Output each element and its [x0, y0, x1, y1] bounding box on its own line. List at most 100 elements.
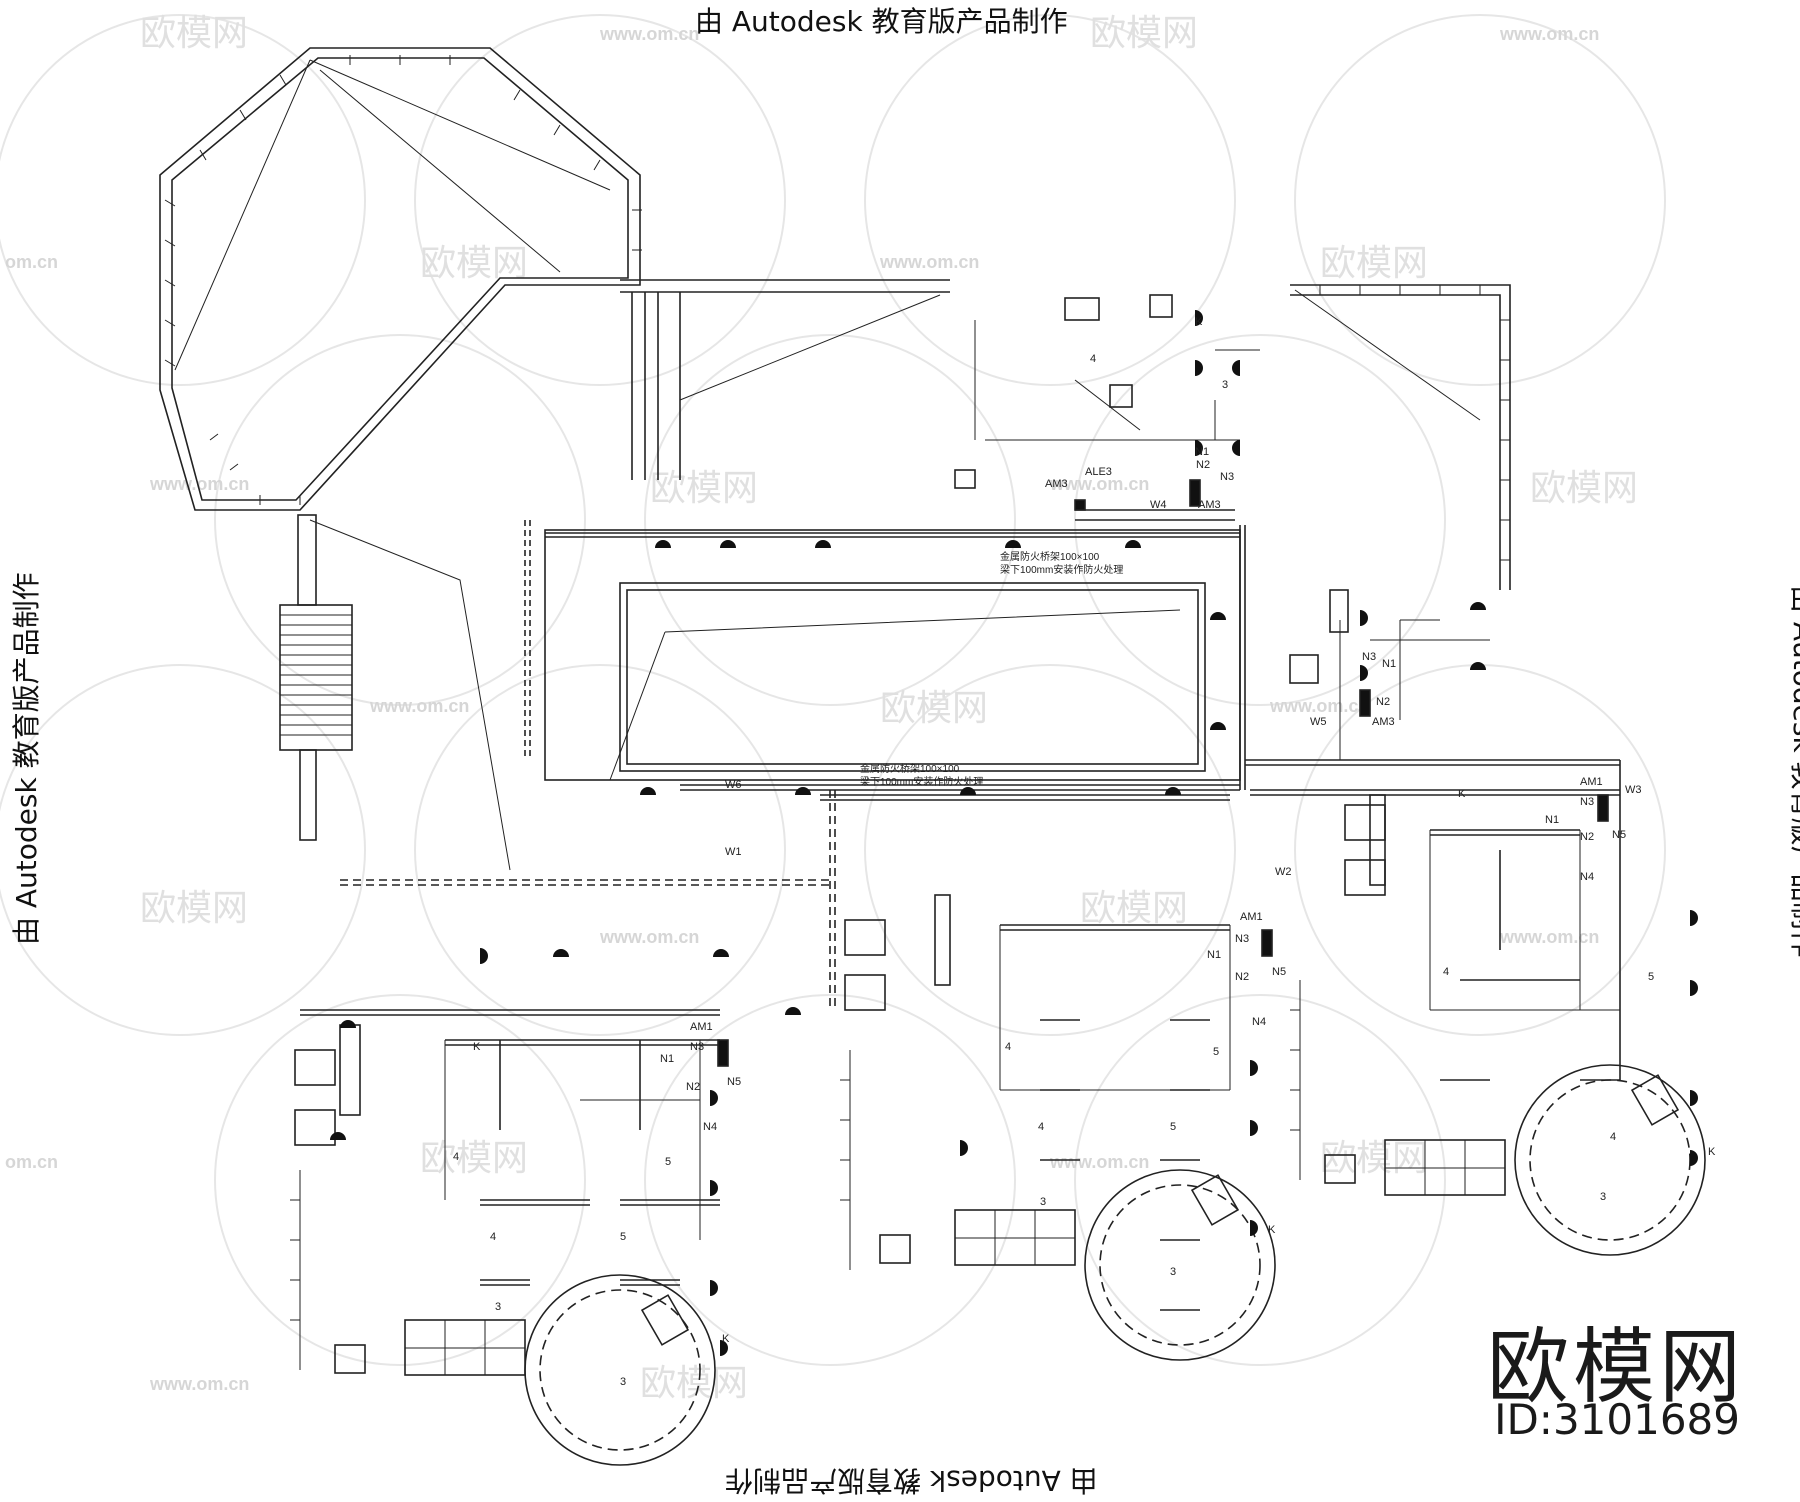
label-4: 4	[1610, 1131, 1616, 1143]
equipment-box	[1064, 297, 1100, 321]
circuit-labels: AM3 ALE3 AM3 W4 N1 N2 N3 N1 N2 N3 AM3 W5…	[453, 316, 1716, 1388]
cable-tray-right	[1239, 525, 1246, 790]
label-4: 4	[1090, 353, 1096, 365]
wm-logo: 欧模网	[420, 242, 528, 283]
autodesk-stamp-bottom: 由 Autodesk 教育版产品制作	[725, 1464, 1098, 1497]
label-N1: N1	[660, 1053, 674, 1065]
label-N1: N1	[1382, 658, 1396, 670]
label-N3: N3	[1235, 933, 1249, 945]
tray-note-bottom-1: 金属防火桥架100×100	[860, 762, 960, 775]
wm-url: www.om.cn	[1049, 1152, 1149, 1172]
wm-logo: 欧模网	[1080, 887, 1188, 928]
room-wall	[300, 1009, 720, 1016]
label-N5: N5	[1612, 829, 1626, 841]
label-5: 5	[1213, 1046, 1219, 1058]
round-bay-outer	[524, 1274, 716, 1466]
label-3: 3	[1040, 1196, 1046, 1208]
fan-box	[1289, 654, 1319, 684]
panel-AM1	[1597, 794, 1609, 822]
label-3: 3	[1222, 379, 1228, 391]
autodesk-stamp-left: 由 Autodesk 教育版产品制作	[10, 572, 43, 945]
sofa	[1344, 804, 1386, 841]
tray-note-top-2: 梁下100mm安装作防火处理	[1000, 563, 1123, 576]
bay-furniture	[1630, 1074, 1680, 1126]
octagon-cable-ticks	[164, 55, 642, 505]
label-N1: N1	[1207, 949, 1221, 961]
watermark-urls: www.om.cn www.om.cn om.cn www.om.cn www.…	[5, 24, 1599, 1394]
cable-tray-bottom	[680, 784, 1240, 791]
wm-url: www.om.cn	[1049, 474, 1149, 494]
diagonal-wire	[1294, 289, 1481, 421]
label-N2: N2	[686, 1081, 700, 1093]
bathroom-fixture	[879, 1234, 911, 1264]
stair-treads	[280, 614, 352, 736]
bed-pillows	[1385, 1140, 1505, 1195]
wm-logo: 欧模网	[1530, 467, 1638, 508]
watermark-texts: 欧模网 欧模网 欧模网 欧模网 欧模网 欧模网 欧模网 欧模网 欧模网 欧模网 …	[140, 12, 1638, 1403]
wire	[1429, 830, 1620, 1011]
room-wall	[1250, 760, 1621, 1080]
octagon-wire	[174, 59, 611, 371]
pool-wire	[609, 609, 1181, 781]
corridor-column	[297, 514, 317, 606]
round-bay-inner	[1529, 1079, 1691, 1241]
wm-logo: 欧模网	[1090, 12, 1198, 53]
pool-outer	[619, 582, 1206, 772]
label-4: 4	[490, 1231, 496, 1243]
tray-notes: 金属防火桥架100×100 梁下100mm安装作防火处理 金属防火桥架100×1…	[860, 550, 1123, 788]
wm-url: www.om.cn	[599, 24, 699, 44]
round-bay-outer	[1084, 1169, 1276, 1361]
label-AM1: AM1	[690, 1021, 713, 1033]
wm-logo: 欧模网	[420, 1137, 528, 1178]
wire	[1339, 619, 1620, 761]
label-N3: N3	[1362, 651, 1376, 663]
panel-AM1	[717, 1039, 729, 1067]
label-W4: W4	[1150, 499, 1167, 511]
fan-box	[1109, 384, 1133, 408]
label-ALE3: ALE3	[1085, 466, 1112, 478]
wm-logo: 欧模网	[140, 887, 248, 928]
label-5: 5	[665, 1156, 671, 1168]
round-bay-inner	[1099, 1184, 1261, 1346]
cable-tray-right-branch	[1245, 759, 1620, 766]
label-W2: W2	[1275, 866, 1292, 878]
corridor-column	[299, 749, 317, 841]
cable-tray-top	[545, 532, 1240, 538]
label-5: 5	[1170, 1121, 1176, 1133]
corridor-wall-right	[1290, 284, 1511, 590]
label-AM3: AM3	[1198, 499, 1221, 511]
bay-furniture	[640, 1294, 690, 1346]
label-N2: N2	[1580, 831, 1594, 843]
brand-logo-text: 欧模网	[1486, 1320, 1745, 1415]
wm-url: om.cn	[5, 1152, 58, 1172]
wm-url: www.om.cn	[149, 1374, 249, 1394]
panel-ALE3	[1074, 499, 1086, 511]
label-N5: N5	[1272, 966, 1286, 978]
distribution-bar	[1075, 509, 1235, 521]
wardrobe	[1290, 980, 1301, 1180]
label-W3: W3	[1625, 784, 1642, 796]
panel-AM1	[1261, 929, 1273, 957]
wm-url: www.om.cn	[149, 474, 249, 494]
beam	[445, 1039, 720, 1130]
wire	[999, 925, 1231, 1091]
panel-AM3-right	[1359, 689, 1371, 717]
beam	[480, 1199, 720, 1286]
label-N3: N3	[1580, 796, 1594, 808]
autodesk-stamp-top: 由 Autodesk 教育版产品制作	[695, 5, 1068, 38]
sofa	[294, 1049, 336, 1086]
label-N1: N1	[1545, 814, 1559, 826]
round-bay-outer	[1514, 1064, 1706, 1256]
stair	[279, 604, 353, 751]
label-3: 3	[1170, 1266, 1176, 1278]
beam	[1000, 924, 1230, 1091]
wardrobe	[290, 1170, 301, 1370]
label-K: K	[1195, 316, 1203, 328]
label-N2: N2	[1196, 459, 1210, 471]
label-N4: N4	[1580, 871, 1594, 883]
label-4: 4	[1005, 1041, 1011, 1053]
label-N4: N4	[1252, 1016, 1266, 1028]
panel-AM3	[1189, 479, 1201, 507]
label-N2: N2	[1376, 696, 1390, 708]
